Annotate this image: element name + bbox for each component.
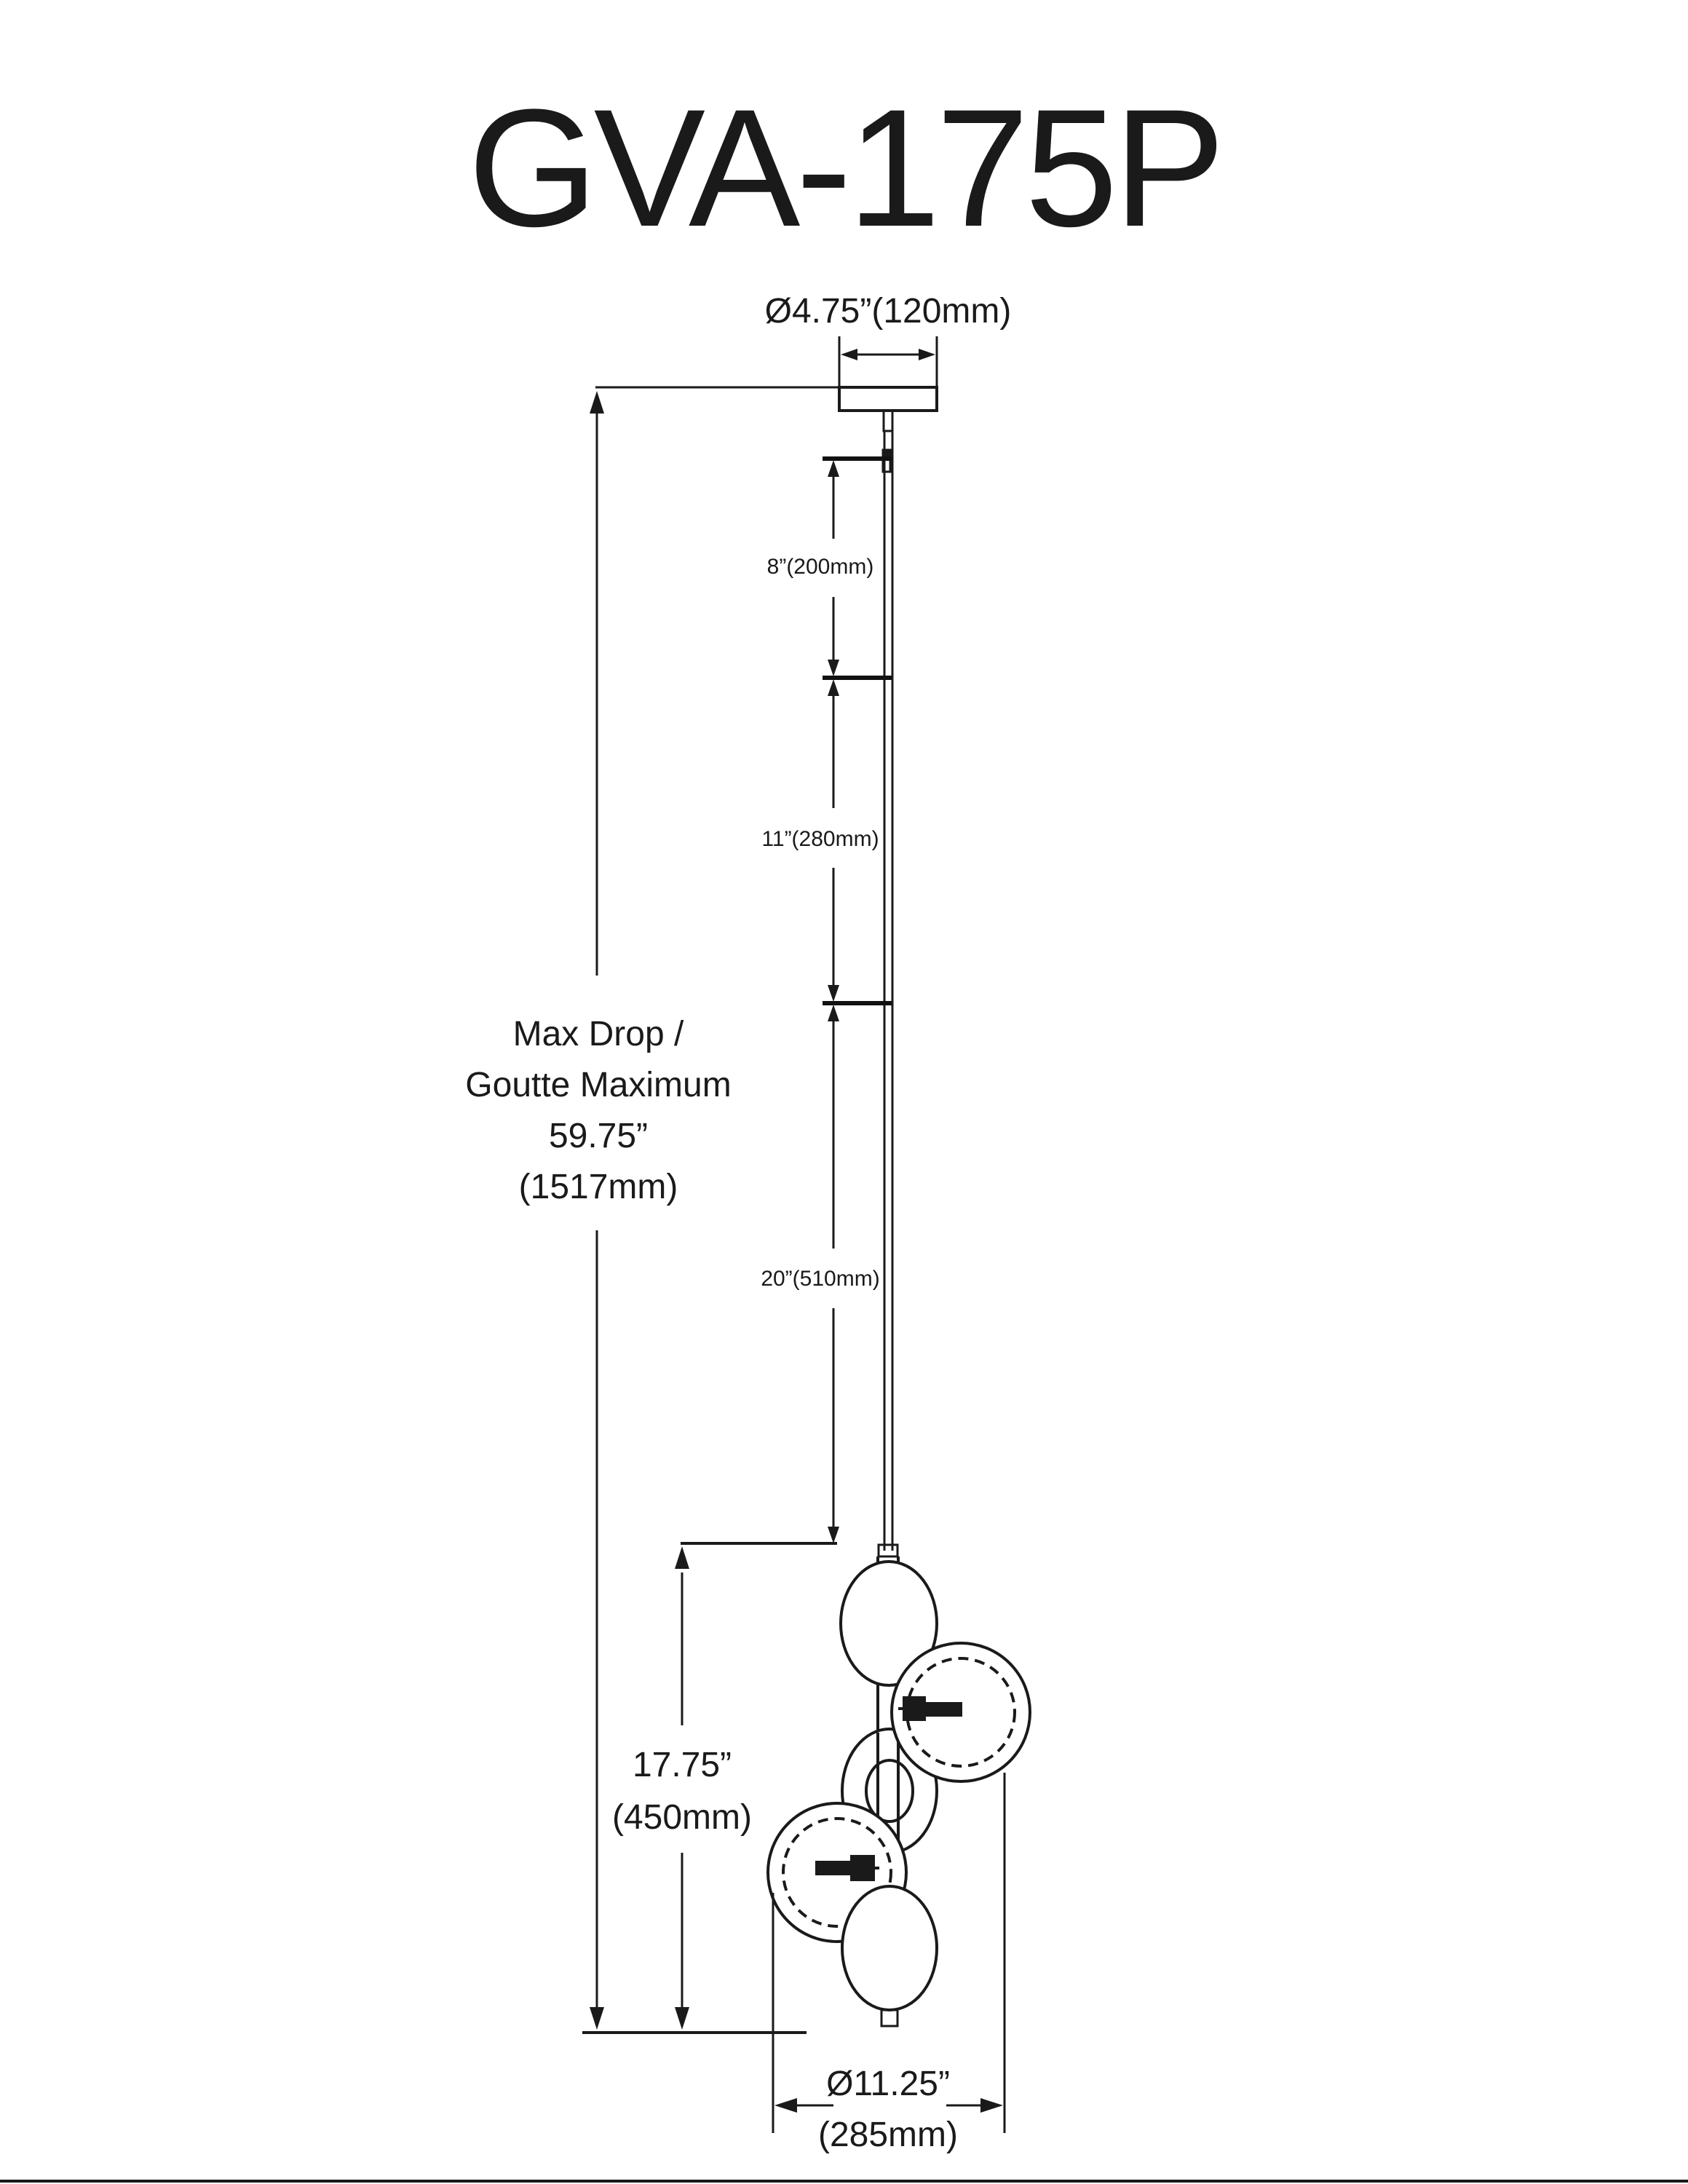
fixture-height-metric: (450mm) <box>612 1798 752 1837</box>
glass-globe-top <box>839 1560 938 1687</box>
canopy <box>838 386 938 412</box>
rod-segment-1-label: 8”(200mm) <box>767 555 874 579</box>
canopy-dimension: Ø4.75”(120mm) <box>765 292 1012 386</box>
rod-segment-dimensions: 8”(200mm) 11”(280mm) 20”(510mm) <box>761 460 880 1543</box>
fixture-width-metric: (285mm) <box>818 2116 958 2154</box>
max-drop-dimension: Max Drop / Goutte Maximum 59.75” (1517mm… <box>465 386 839 2034</box>
fixture-height-value: 17.75” <box>633 1746 732 1784</box>
rod-segment-3-label: 20”(510mm) <box>761 1267 879 1291</box>
fixture-height-dimension: 17.75” (450mm) <box>612 1542 837 2030</box>
fixture-width-dimension: Ø11.25” (285mm) <box>772 1773 1006 2154</box>
max-drop-value: 59.75” <box>549 1117 648 1155</box>
model-title: GVA-175P <box>468 74 1221 261</box>
max-drop-line1: Max Drop / <box>513 1015 684 1053</box>
canopy-hook <box>882 409 894 432</box>
fixture-width-value: Ø11.25” <box>826 2065 950 2103</box>
canopy-diameter-label: Ø4.75”(120mm) <box>765 292 1012 331</box>
glass-globe-bottom <box>841 1885 938 2011</box>
max-drop-metric: (1517mm) <box>519 1168 678 1206</box>
pendant-fixture <box>766 386 1031 2027</box>
socket-right <box>903 1696 926 1721</box>
rod-segment-2-label: 11”(280mm) <box>761 827 879 851</box>
bottom-finial <box>880 2009 899 2027</box>
socket-left <box>850 1855 875 1881</box>
max-drop-line2: Goutte Maximum <box>465 1066 731 1104</box>
